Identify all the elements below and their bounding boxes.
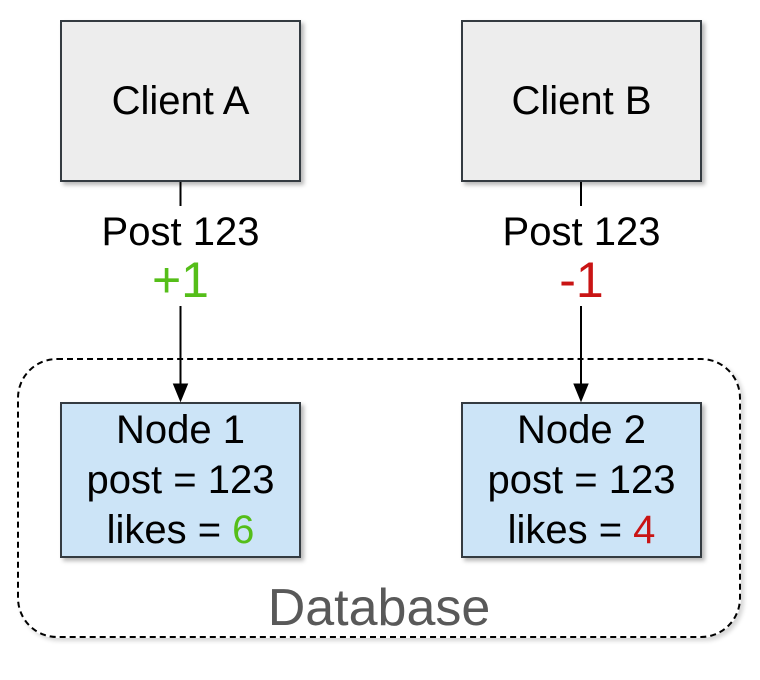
client-b-post-label: Post 123 xyxy=(502,210,661,254)
node-2-title: Node 2 xyxy=(517,408,646,452)
node-1-likes-value: 6 xyxy=(232,508,255,552)
client-b-decrement-label: -1 xyxy=(559,252,604,308)
node-1-post-value: post = 123 xyxy=(86,458,275,502)
database-label: Database xyxy=(267,579,491,637)
client-a-post-label: Post 123 xyxy=(101,210,260,254)
node-1-title: Node 1 xyxy=(116,408,245,452)
client-b-label: Client B xyxy=(511,78,652,123)
node-2-likes-label: likes = xyxy=(507,508,634,552)
node-1-likes-line: likes = 6 xyxy=(107,505,255,555)
node-1-likes-label: likes = xyxy=(106,508,233,552)
node-2-post-value: post = 123 xyxy=(487,458,676,502)
client-a-box: Client A xyxy=(60,20,301,182)
client-a-label: Client A xyxy=(111,78,250,123)
node-1-box: Node 1 post = 123 likes = 6 xyxy=(60,402,301,558)
client-b-box: Client B xyxy=(461,20,702,182)
node-2-box: Node 2 post = 123 likes = 4 xyxy=(461,402,702,558)
node-2-likes-value: 4 xyxy=(633,508,656,552)
client-a-increment-label: +1 xyxy=(151,252,209,308)
node-2-likes-line: likes = 4 xyxy=(508,505,656,555)
